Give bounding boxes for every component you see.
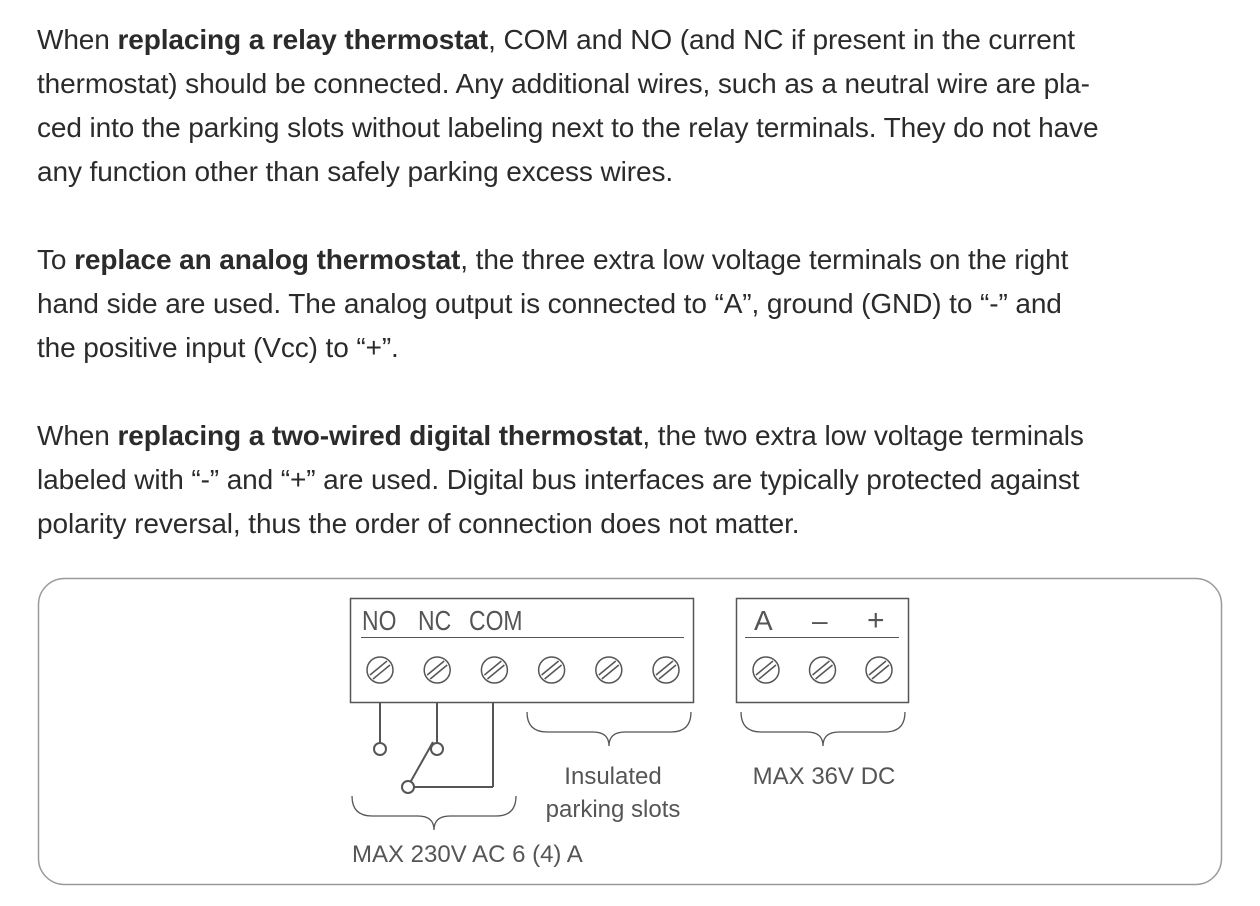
paragraph-analog-thermostat: To replace an analog thermostat, the thr…	[37, 244, 1069, 363]
emphasis-relay: replacing a relay thermostat	[117, 24, 489, 55]
emphasis-digital: replacing a two-wired digital thermostat	[117, 420, 643, 451]
screw-terminal-icon	[865, 656, 893, 684]
terminal-label-com: COM	[469, 606, 523, 637]
brace-low-voltage	[740, 711, 906, 747]
emphasis-analog: replace an analog thermostat	[74, 244, 461, 275]
relay-switch-wiring	[373, 702, 494, 794]
relay-terminal-block	[349, 597, 695, 704]
screw-terminal-icon	[595, 656, 623, 684]
screw-terminal-icon	[752, 656, 780, 684]
terminal-label-minus: –	[812, 605, 828, 636]
brace-relay	[351, 795, 517, 831]
low-voltage-rating: MAX 36V DC	[753, 763, 896, 790]
terminal-label-plus: +	[867, 604, 885, 637]
terminal-label-a: A	[754, 605, 773, 636]
paragraph-relay-thermostat: When replacing a relay thermostat, COM a…	[37, 24, 1099, 187]
screw-terminal-icon	[808, 656, 837, 684]
screw-terminal-icon	[652, 656, 680, 684]
screw-terminal-icon	[537, 656, 566, 684]
screw-terminal-icon	[366, 656, 394, 684]
relay-rating: MAX 230V AC 6 (4) A	[352, 841, 583, 868]
brace-parking	[526, 711, 692, 747]
paragraph-digital-thermostat: When replacing a two-wired digital therm…	[37, 420, 1084, 539]
terminal-label-no: NO	[362, 606, 396, 637]
parking-label-line1: Insulated	[564, 763, 661, 790]
parking-label-line2: parking slots	[546, 796, 681, 823]
screw-terminal-icon	[423, 656, 451, 684]
low-voltage-terminal-block	[735, 597, 910, 704]
screw-terminal-icon	[480, 656, 509, 684]
terminal-label-nc: NC	[418, 606, 451, 637]
diagram-frame	[37, 577, 1223, 886]
